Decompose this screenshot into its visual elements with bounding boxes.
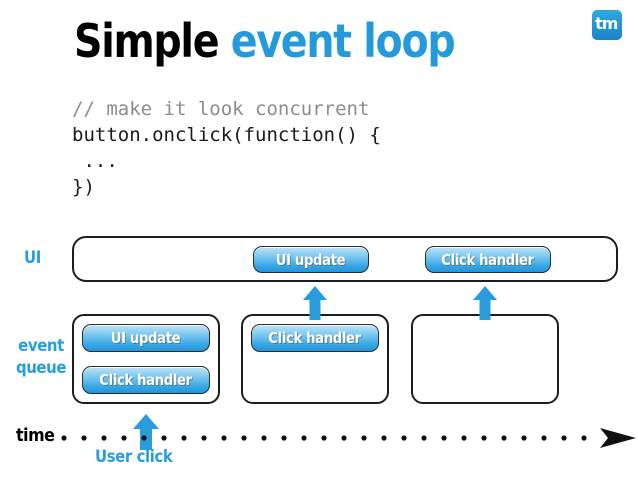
ui-row-label: UI	[24, 248, 41, 268]
time-axis-dots-icon	[61, 428, 636, 448]
time-axis	[60, 427, 638, 449]
wt-logo: ɯʇ	[592, 10, 622, 40]
queue1-pill-ui-update-label: UI update	[111, 329, 181, 347]
queue2-pill-click-handler[interactable]: Click handler	[251, 324, 379, 352]
code-line-1: button.onclick(function() {	[72, 124, 381, 146]
time-axis-arrowhead-icon	[600, 428, 636, 448]
queue1-pill-click-handler-label: Click handler	[99, 371, 193, 389]
ui-lane-pill-click-handler[interactable]: Click handler	[425, 246, 551, 273]
queue1-pill-click-handler[interactable]: Click handler	[82, 366, 210, 394]
wt-logo-glyph: ɯʇ	[595, 16, 619, 35]
ui-lane-pill-ui-update-label: UI update	[276, 250, 346, 269]
page-title-part2: event loop	[230, 14, 456, 68]
code-line-comment: // make it look concurrent	[72, 98, 370, 120]
event-queue-label-line2: queue	[15, 358, 67, 378]
page-title-part1: Simple	[74, 14, 231, 68]
ui-lane-pill-click-handler-label: Click handler	[441, 250, 535, 269]
queue1-pill-ui-update[interactable]: UI update	[82, 324, 210, 352]
code-line-2: ...	[72, 150, 118, 172]
user-click-label: User click	[95, 447, 173, 467]
code-line-3: })	[72, 176, 95, 198]
queue-to-ui-arrow-1-icon	[303, 286, 327, 320]
event-queue-box-3	[411, 314, 559, 404]
ui-lane-pill-ui-update[interactable]: UI update	[253, 246, 369, 273]
queue-to-ui-arrow-2-icon	[473, 286, 497, 320]
time-axis-label: time	[16, 425, 55, 446]
page-title: Simple event loop	[74, 12, 456, 70]
queue2-pill-click-handler-label: Click handler	[268, 329, 362, 347]
code-block: // make it look concurrent button.onclic…	[72, 96, 381, 200]
event-queue-label-line1: event	[18, 336, 64, 356]
event-queue-row-label: event queue	[10, 335, 72, 379]
user-click-arrow-icon	[133, 414, 159, 450]
